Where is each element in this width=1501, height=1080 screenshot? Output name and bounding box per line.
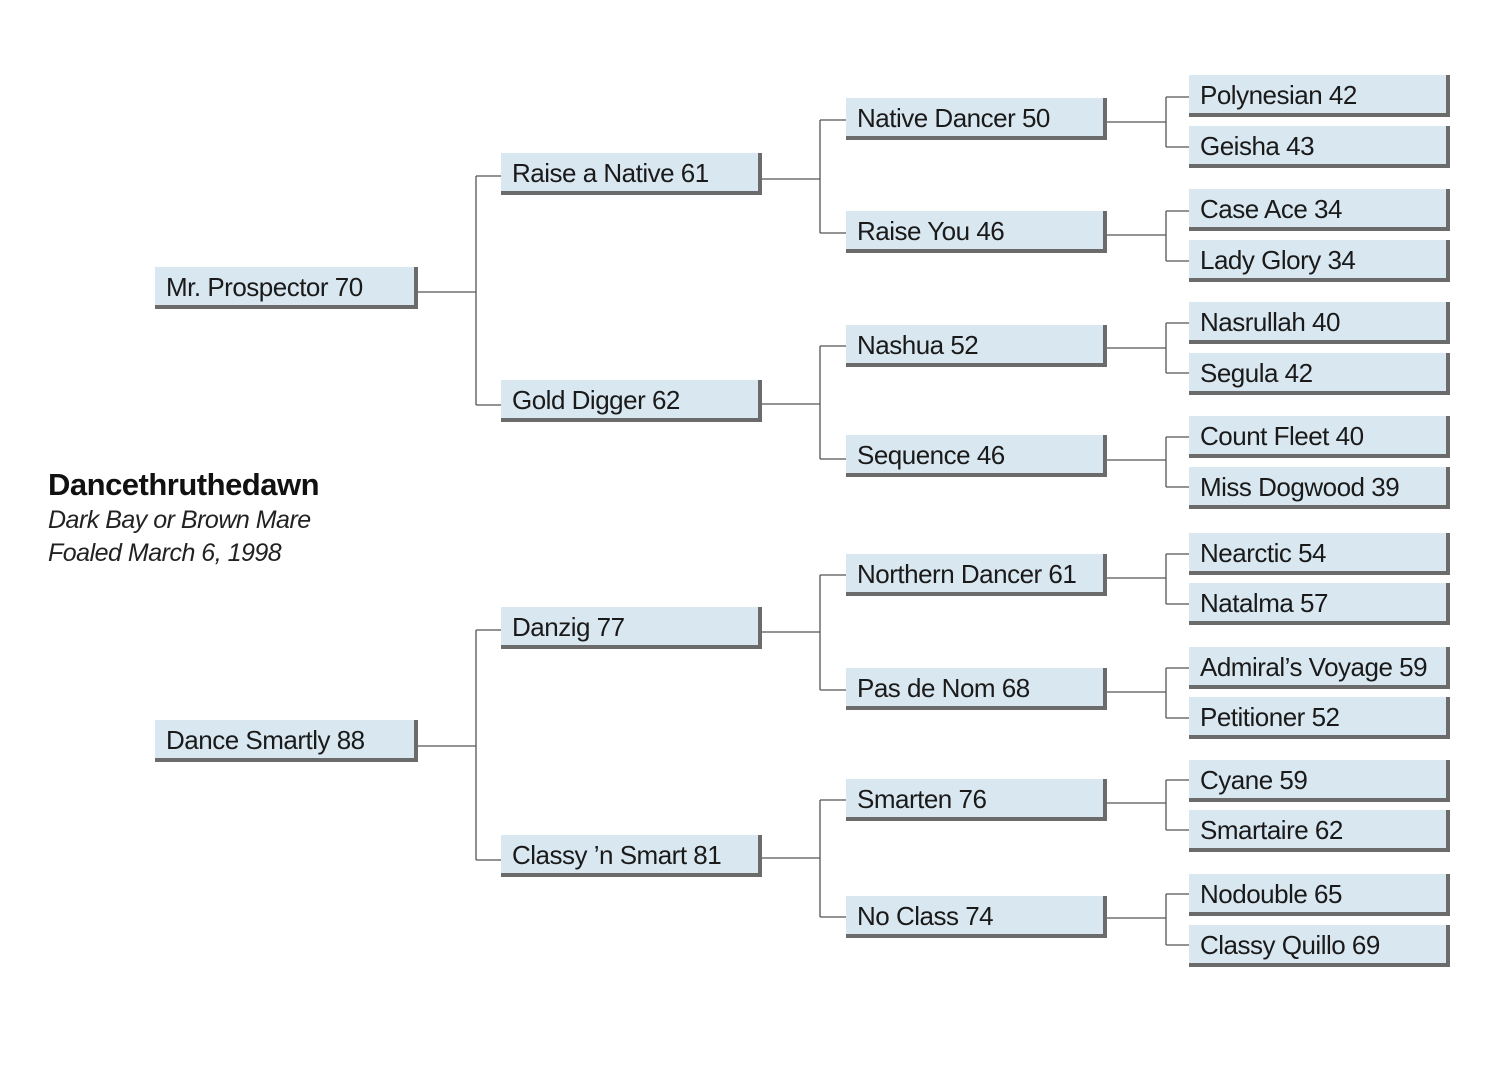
connector [1104,667,1190,719]
connector [760,799,847,918]
foaled-date: Foaled March 6, 1998 [48,539,282,567]
pedigree-box-gen4: Case Ace 34 [1189,189,1450,231]
pedigree-box-gen3: Sequence 46 [846,435,1107,477]
pedigree-box-gen4: Nodouble 65 [1189,874,1450,916]
pedigree-box-gen4: Petitioner 52 [1189,697,1450,739]
connector [1104,779,1190,831]
pedigree-box-gen4: Smartaire 62 [1189,810,1450,852]
pedigree-box-gen3: Northern Dancer 61 [846,554,1107,596]
connector [1104,322,1190,374]
connector [1104,553,1190,605]
pedigree-box-gen4: Classy Quillo 69 [1189,925,1450,967]
pedigree-box-gen3: No Class 74 [846,896,1107,938]
pedigree-box-gen3: Native Dancer 50 [846,98,1107,140]
horse-name: Dancethruthedawn [48,467,320,502]
pedigree-box-gen4: Polynesian 42 [1189,75,1450,117]
pedigree-box-gen4: Segula 42 [1189,353,1450,395]
pedigree-box-gen4: Cyane 59 [1189,760,1450,802]
pedigree-box-dam-dam: Classy ’n Smart 81 [501,835,762,877]
pedigree-box-dam-sire: Danzig 77 [501,607,762,649]
connector [760,574,847,691]
connector [1104,436,1190,488]
pedigree-box-gen4: Admiral’s Voyage 59 [1189,647,1450,689]
pedigree-box-gen4: Count Fleet 40 [1189,416,1450,458]
pedigree-box-gen4: Nearctic 54 [1189,533,1450,575]
connector [1104,210,1190,262]
pedigree-box-gen4: Natalma 57 [1189,583,1450,625]
pedigree-box-gen3: Pas de Nom 68 [846,668,1107,710]
pedigree-box-gen4: Geisha 43 [1189,126,1450,168]
horse-description: Dark Bay or Brown Mare [48,506,311,534]
pedigree-box-gen4: Nasrullah 40 [1189,302,1450,344]
connector [417,175,503,406]
pedigree-box-gen3: Smarten 76 [846,779,1107,821]
connector [760,345,847,460]
connector [1104,893,1190,946]
pedigree-box-gen3: Nashua 52 [846,325,1107,367]
pedigree-box-gen3: Raise You 46 [846,211,1107,253]
pedigree-box-dam: Dance Smartly 88 [155,720,418,762]
connector [417,629,503,861]
pedigree-box-sire-dam: Gold Digger 62 [501,380,762,422]
pedigree-box-sire: Mr. Prospector 70 [155,267,418,309]
subject-info: Dancethruthedawn Dark Bay or Brown Mare … [48,466,320,570]
pedigree-box-gen4: Miss Dogwood 39 [1189,467,1450,509]
pedigree-box-gen4: Lady Glory 34 [1189,240,1450,282]
connector [760,119,847,234]
connector [1104,96,1190,148]
pedigree-box-sire-sire: Raise a Native 61 [501,153,762,195]
